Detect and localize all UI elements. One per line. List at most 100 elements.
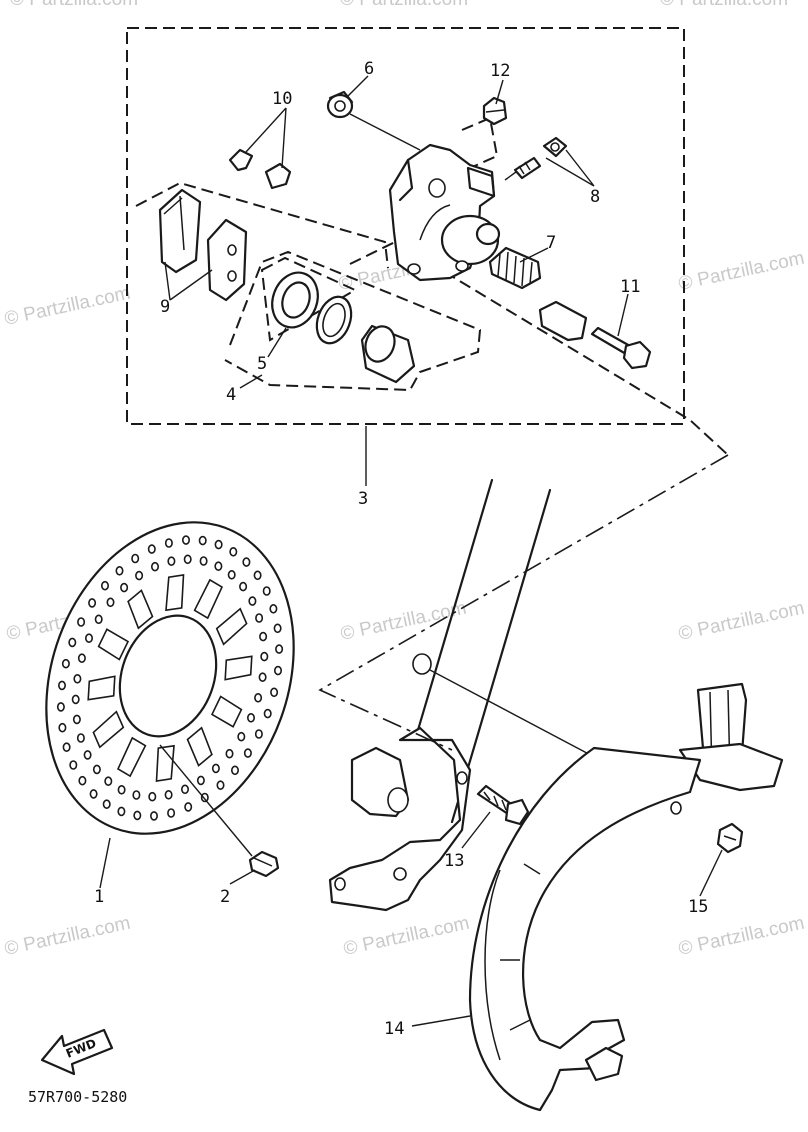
- leader-14: [411, 1015, 471, 1027]
- disc-hole: [254, 729, 263, 739]
- disc-hole: [237, 731, 246, 742]
- callout-11: 11: [620, 277, 640, 297]
- disc-spoke-cutout: [155, 744, 175, 783]
- callout-3: 3: [358, 489, 368, 509]
- disc-hole: [135, 570, 144, 581]
- leader-15: [699, 849, 723, 897]
- caliper-body: [388, 143, 501, 282]
- guard-bolt: [716, 822, 744, 854]
- disc-hole: [71, 694, 80, 705]
- callout-15: 15: [688, 897, 708, 917]
- callout-8: 8: [590, 187, 600, 207]
- bleed-screw: [513, 136, 568, 180]
- disc-hole: [102, 799, 111, 810]
- leader-11: [617, 293, 629, 337]
- pad-group-boundary: [135, 181, 389, 269]
- disc-hole: [120, 582, 129, 593]
- disc-hole: [83, 750, 92, 760]
- bracket-leader-12: [461, 116, 499, 169]
- disc-hole: [57, 680, 66, 691]
- caliper-piston: [360, 324, 416, 384]
- disc-hole: [106, 597, 115, 608]
- leader-9: [164, 261, 213, 301]
- disc-hole: [255, 613, 264, 623]
- disc-hole: [133, 810, 142, 821]
- disc-hole: [270, 687, 279, 698]
- disc-hole: [77, 653, 86, 664]
- disc-hole: [254, 692, 263, 703]
- diagram-code: 57R700-5280: [28, 1088, 127, 1106]
- disc-hole: [58, 722, 67, 733]
- callout-4: 4: [226, 385, 236, 405]
- leader-1: [99, 837, 111, 889]
- watermark-12: © Partzilla.com: [677, 913, 807, 960]
- disc-spoke-cutout: [92, 710, 125, 749]
- leader-5: [267, 327, 287, 358]
- disc-hole: [76, 733, 85, 743]
- caliper-bolt-leader: [349, 240, 729, 456]
- disc-hole: [164, 538, 173, 548]
- pin-sleeve: [538, 300, 588, 342]
- piston-seals: [271, 271, 353, 345]
- disc-spoke-cutout: [215, 607, 248, 646]
- disc-hole: [69, 760, 78, 770]
- disc-hole: [72, 714, 81, 725]
- disc-hole: [151, 561, 160, 572]
- watermark-8: © Partzilla.com: [339, 598, 469, 645]
- disc-spoke-cutout: [224, 655, 253, 681]
- disc-guard: [468, 682, 784, 1112]
- callout-10: 10: [272, 89, 292, 109]
- disc-hole: [68, 637, 77, 648]
- disc-spoke-cutout: [87, 675, 116, 701]
- disc-spoke-cutout: [210, 695, 243, 728]
- disc-hole: [214, 561, 223, 572]
- callout-9: 9: [160, 297, 170, 317]
- disc-hole: [247, 712, 256, 723]
- caliper-mount-bolt: [476, 784, 530, 826]
- disc-hole: [56, 702, 65, 712]
- disc-hole: [269, 603, 278, 614]
- callout-14: 14: [384, 1019, 404, 1039]
- disc-hole: [262, 586, 271, 596]
- disc-hole: [225, 748, 234, 759]
- disc-spoke-cutout: [186, 726, 213, 767]
- disc-hole: [89, 789, 98, 799]
- disc-hole: [85, 633, 94, 644]
- disc-hole: [184, 802, 193, 812]
- disc-hole: [148, 791, 157, 802]
- disc-hole: [242, 557, 251, 567]
- caliper-bolt: [590, 326, 652, 370]
- disc-hole: [92, 764, 101, 775]
- disc-hole: [231, 765, 240, 776]
- watermark-3: © Partzilla.com: [660, 0, 788, 10]
- disc-hole: [167, 808, 176, 818]
- leader-2: [229, 869, 256, 885]
- disc-hole: [229, 546, 238, 557]
- watermark-10: © Partzilla.com: [3, 913, 133, 960]
- disc-hole: [147, 544, 156, 554]
- disc-spoke-cutout: [97, 628, 130, 661]
- disc-hole: [183, 554, 192, 565]
- bushing: [326, 90, 354, 119]
- disc-hole: [198, 535, 207, 546]
- callout-12: 12: [490, 61, 510, 81]
- leader-fork-to-guard: [429, 669, 601, 761]
- disc-holes: [56, 535, 284, 821]
- disc-hole: [263, 708, 272, 719]
- disc-hole: [104, 776, 113, 787]
- pin-boot: [488, 246, 542, 290]
- disc-hole: [196, 775, 205, 786]
- disc-hole: [200, 792, 209, 803]
- callout-7: 7: [546, 233, 556, 253]
- disc-hole: [88, 598, 97, 608]
- disc-hole: [214, 539, 223, 550]
- disc-hole: [216, 780, 225, 791]
- disc-spoke-cutout: [193, 578, 224, 620]
- forward-arrow-icon: FWD: [40, 1028, 114, 1076]
- disc-hole: [181, 784, 190, 795]
- disc-hole: [117, 806, 126, 817]
- piston-kit-boundary: [224, 250, 482, 392]
- watermark-6: © Partzilla.com: [677, 248, 807, 295]
- seal-kit-boundary: [260, 256, 358, 342]
- disc-hole: [259, 631, 268, 642]
